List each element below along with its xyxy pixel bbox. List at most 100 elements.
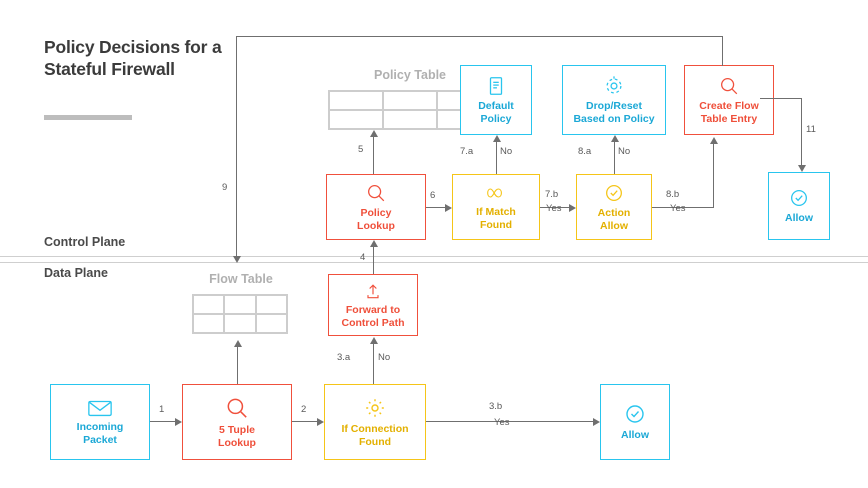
edge-8a-arrow <box>610 135 619 142</box>
edge-5-label: 5 <box>358 144 364 155</box>
node-allow-control[interactable]: Allow <box>768 172 830 240</box>
policy-table-cell <box>383 110 437 129</box>
node-label: Allow <box>621 429 649 442</box>
edge-3a-no-label: No <box>378 352 391 363</box>
edge-5-arrow <box>369 130 378 137</box>
edge-3b-label: 3.b <box>489 401 503 412</box>
edge-7b-label: 7.b <box>545 189 559 200</box>
flow-table <box>192 294 288 334</box>
edge-7a-line <box>496 142 498 174</box>
edge-8b-line-v <box>713 144 715 208</box>
edge-8a-label: 8.a <box>578 146 592 157</box>
edge-9-label: 9 <box>222 182 228 193</box>
edge-7b-arrow <box>569 203 576 212</box>
edge-4-line <box>373 247 375 274</box>
policy-table-cell <box>329 91 383 110</box>
node-allow-data[interactable]: Allow <box>600 384 670 460</box>
check-circle-icon <box>788 187 810 209</box>
node-create-flow-table-entry[interactable]: Create Flow Table Entry <box>684 65 774 135</box>
flow-table-cell <box>224 295 256 314</box>
node-default-policy[interactable]: Default Policy <box>460 65 532 135</box>
edge-8a-no-label: No <box>618 146 631 157</box>
node-if-connection-found[interactable]: If Connection Found <box>324 384 426 460</box>
edge-7a-arrow <box>492 135 501 142</box>
check-circle-icon <box>623 402 647 426</box>
edge-5-line <box>373 137 375 174</box>
node-policy-lookup[interactable]: Policy Lookup <box>326 174 426 240</box>
edge-lookup-flowtable-line <box>237 347 239 384</box>
upload-icon <box>363 281 383 301</box>
policy-table-cell <box>329 110 383 129</box>
node-label: If Connection Found <box>341 423 409 448</box>
node-label: Create Flow Table Entry <box>699 100 759 125</box>
flow-table-cell <box>224 314 256 333</box>
node-drop-reset-based-on-policy[interactable]: Drop/Reset Based on Policy <box>562 65 666 135</box>
edge-3a-arrow <box>369 337 378 344</box>
edge-8b-label: 8.b <box>666 189 680 200</box>
edge-11-label: 11 <box>806 124 816 135</box>
edge-3b-arrow <box>593 417 600 426</box>
edge-8b-line-h <box>652 207 714 209</box>
control-plane-label: Control Plane <box>44 235 126 249</box>
magnifier-icon <box>718 75 740 97</box>
node-label: Default Policy <box>478 100 514 125</box>
flow-table-cell <box>193 314 225 333</box>
edge-7a-no-label: No <box>500 146 513 157</box>
edge-9-line-top <box>236 36 723 38</box>
edge-11-line-h <box>760 98 802 100</box>
node-label: 5 Tuple Lookup <box>218 424 256 449</box>
edge-8b-yes-label: Yes <box>670 203 686 214</box>
edge-11-line-v <box>801 98 803 165</box>
edge-8a-line <box>614 142 616 174</box>
page-title: Policy Decisions for a Stateful Firewall <box>44 37 222 80</box>
edge-11-arrow <box>797 165 806 172</box>
edge-2-label: 2 <box>301 404 307 415</box>
node-incoming-packet[interactable]: Incoming Packet <box>50 384 150 460</box>
infinity-icon <box>484 183 508 203</box>
flow-table-cell <box>255 314 287 333</box>
edge-4-label: 4 <box>360 252 366 263</box>
edge-1-arrow <box>175 417 182 426</box>
edge-8b-arrow <box>709 137 718 144</box>
plane-divider-bottom <box>0 262 868 263</box>
edge-9-arrow <box>232 256 241 263</box>
edge-7a-label: 7.a <box>460 146 474 157</box>
node-label: Action Allow <box>597 207 631 232</box>
title-divider <box>44 115 132 120</box>
edge-2-line <box>292 421 317 423</box>
flow-table-cell <box>255 295 287 314</box>
target-icon <box>603 75 625 97</box>
edge-6-label: 6 <box>430 190 436 201</box>
edge-7b-line <box>540 207 569 209</box>
envelope-icon <box>87 398 113 418</box>
edge-1-label: 1 <box>159 404 165 415</box>
edge-6-line <box>426 207 445 209</box>
edge-9-line-up <box>722 36 724 66</box>
data-plane-label: Data Plane <box>44 266 108 280</box>
magnifier-icon <box>365 182 387 204</box>
node-label: Policy Lookup <box>357 207 395 232</box>
edge-7b-yes-label: Yes <box>546 203 562 214</box>
node-label: Drop/Reset Based on Policy <box>573 100 655 125</box>
edge-lookup-flowtable-arrow <box>233 340 242 347</box>
node-label: Incoming Packet <box>76 421 124 446</box>
edge-1-line <box>150 421 175 423</box>
flow-table-title: Flow Table <box>209 272 273 286</box>
edge-4-arrow <box>369 240 378 247</box>
node-if-match-found[interactable]: If Match Found <box>452 174 540 240</box>
edge-3b-yes-label: Yes <box>494 417 510 428</box>
plane-divider-top <box>0 256 868 257</box>
edge-3a-line <box>373 344 375 384</box>
node-action-allow[interactable]: Action Allow <box>576 174 652 240</box>
edge-2-arrow <box>317 417 324 426</box>
node-five-tuple-lookup[interactable]: 5 Tuple Lookup <box>182 384 292 460</box>
policy-table-title: Policy Table <box>373 68 446 82</box>
node-forward-to-control-path[interactable]: Forward to Control Path <box>328 274 418 336</box>
magnifier-icon <box>224 395 250 421</box>
edge-3b-line <box>426 421 593 423</box>
policy-table-cell <box>383 91 437 110</box>
edge-3a-label: 3.a <box>337 352 351 363</box>
gear-icon <box>363 396 387 420</box>
edge-6-arrow <box>445 203 452 212</box>
